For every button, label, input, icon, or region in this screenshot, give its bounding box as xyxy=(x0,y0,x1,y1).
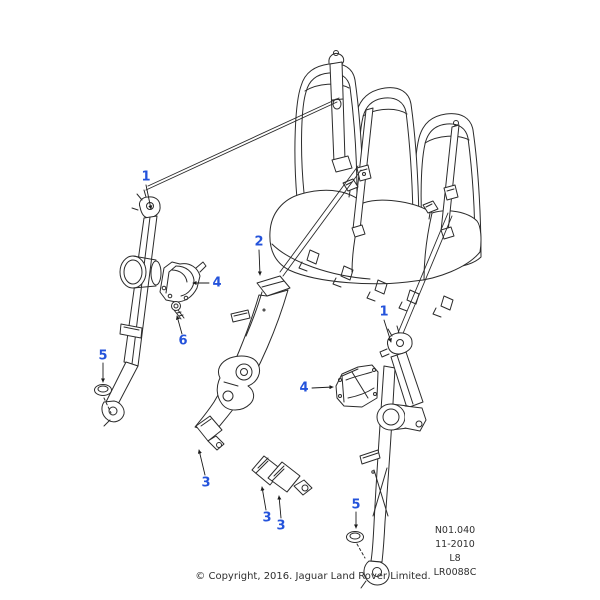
bench-right-belt xyxy=(440,120,460,240)
doc-ref-drawing-code: LR0088C xyxy=(433,567,477,578)
copyright-notice: © Copyright, 2016. Jaguar Land Rover Lim… xyxy=(195,571,431,582)
doc-ref-date: 11-2010 xyxy=(435,539,475,550)
callout-leader-lines xyxy=(100,184,392,529)
position-leader-lines xyxy=(145,97,453,344)
belt-guide-bracket-left xyxy=(159,261,207,303)
bolt-item-6 xyxy=(171,301,185,320)
double-buckle-item-3 xyxy=(251,455,313,496)
doc-ref-model-code: L8 xyxy=(449,553,461,564)
belt-assembly-middle xyxy=(194,275,291,451)
doc-ref-block: N01.040 11-2010 L8 LR0088C xyxy=(405,524,505,580)
doc-ref-number: N01.040 xyxy=(434,525,476,536)
seat-bench-illustration xyxy=(269,50,482,318)
anchor-cap-left xyxy=(94,384,112,414)
belt-assembly-right xyxy=(359,325,427,589)
belt-guide-bracket-right xyxy=(335,364,379,408)
anchor-cap-right xyxy=(346,531,366,559)
belt-assembly-left xyxy=(101,189,162,427)
bench-middle-belt xyxy=(351,107,374,238)
